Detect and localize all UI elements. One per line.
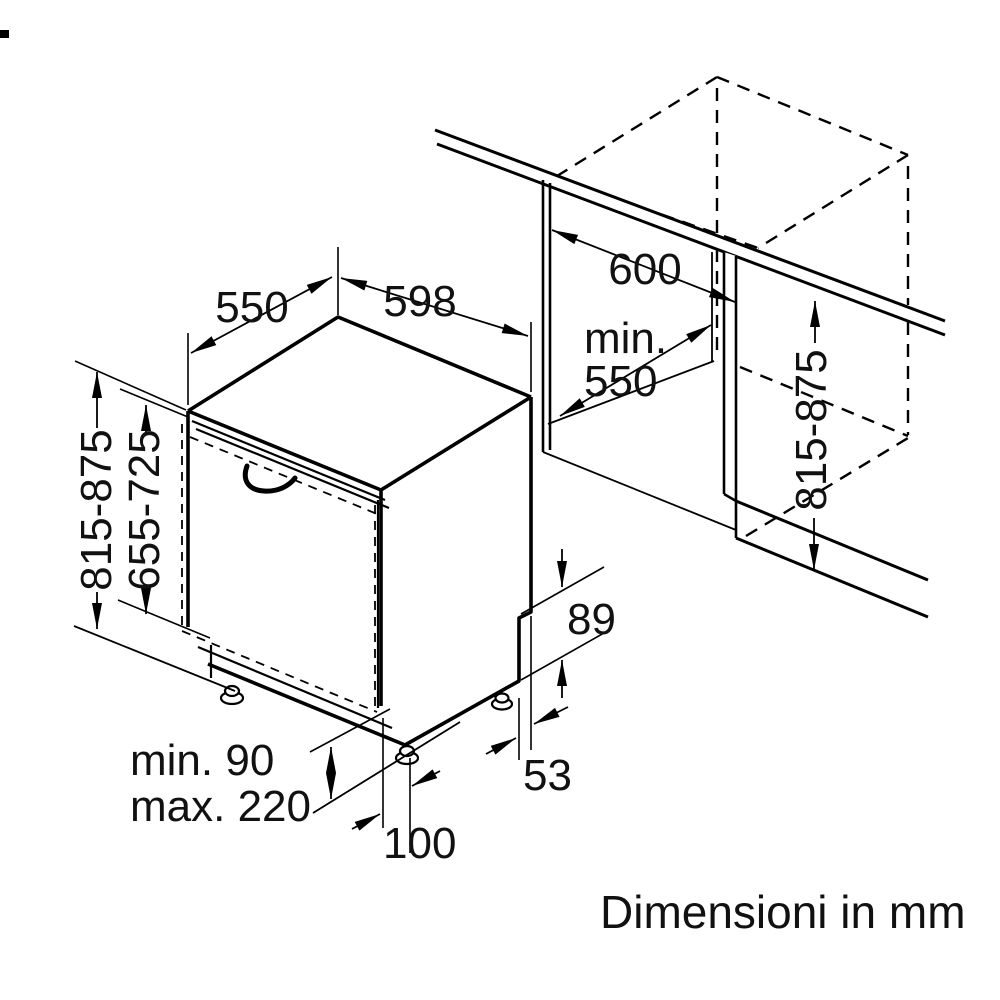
dim-100-right-arrow [411, 769, 441, 787]
decor-door-dashed-outline [181, 424, 383, 713]
dim-550-line [190, 276, 333, 354]
door-handle-recess [242, 463, 298, 494]
extension-lines [73, 247, 605, 853]
dishwasher-body [181, 315, 533, 766]
label-rear-step-depth: 53 [523, 751, 572, 800]
label-top-depth: 550 [215, 283, 288, 332]
label-plinth-min: min. 90 [130, 736, 274, 785]
dimension-labels: 550 598 600 min. 550 815-875 655-725 815… [72, 245, 836, 868]
adjustable-feet [219, 684, 514, 766]
label-plinth-max: max. 220 [130, 782, 311, 831]
label-top-width: 598 [383, 277, 456, 326]
dim-53-right-arrow [533, 706, 569, 725]
label-rear-step-height: 89 [567, 595, 616, 644]
dim-min550-line [559, 324, 712, 417]
dim-100-left-arrow [351, 813, 381, 831]
scan-artifact-mark [0, 30, 9, 38]
label-door-panel-height: 655-725 [120, 429, 169, 590]
door-panel-edges [191, 419, 393, 730]
label-appliance-height: 815-875 [72, 429, 121, 590]
label-door-projection: 100 [383, 819, 456, 868]
label-niche-depth-min-1: min. [584, 314, 667, 363]
countertop [434, 128, 946, 337]
dimension-lines [92, 229, 820, 831]
dim-598-line [340, 277, 529, 337]
dim-600-line [551, 229, 736, 303]
caption-units: Dimensioni in mm [600, 886, 966, 938]
label-niche-width: 600 [608, 245, 681, 294]
dim-53-left-arrow [485, 737, 517, 755]
label-niche-depth-min-2: 550 [584, 357, 657, 406]
label-niche-height: 815-875 [787, 349, 836, 510]
